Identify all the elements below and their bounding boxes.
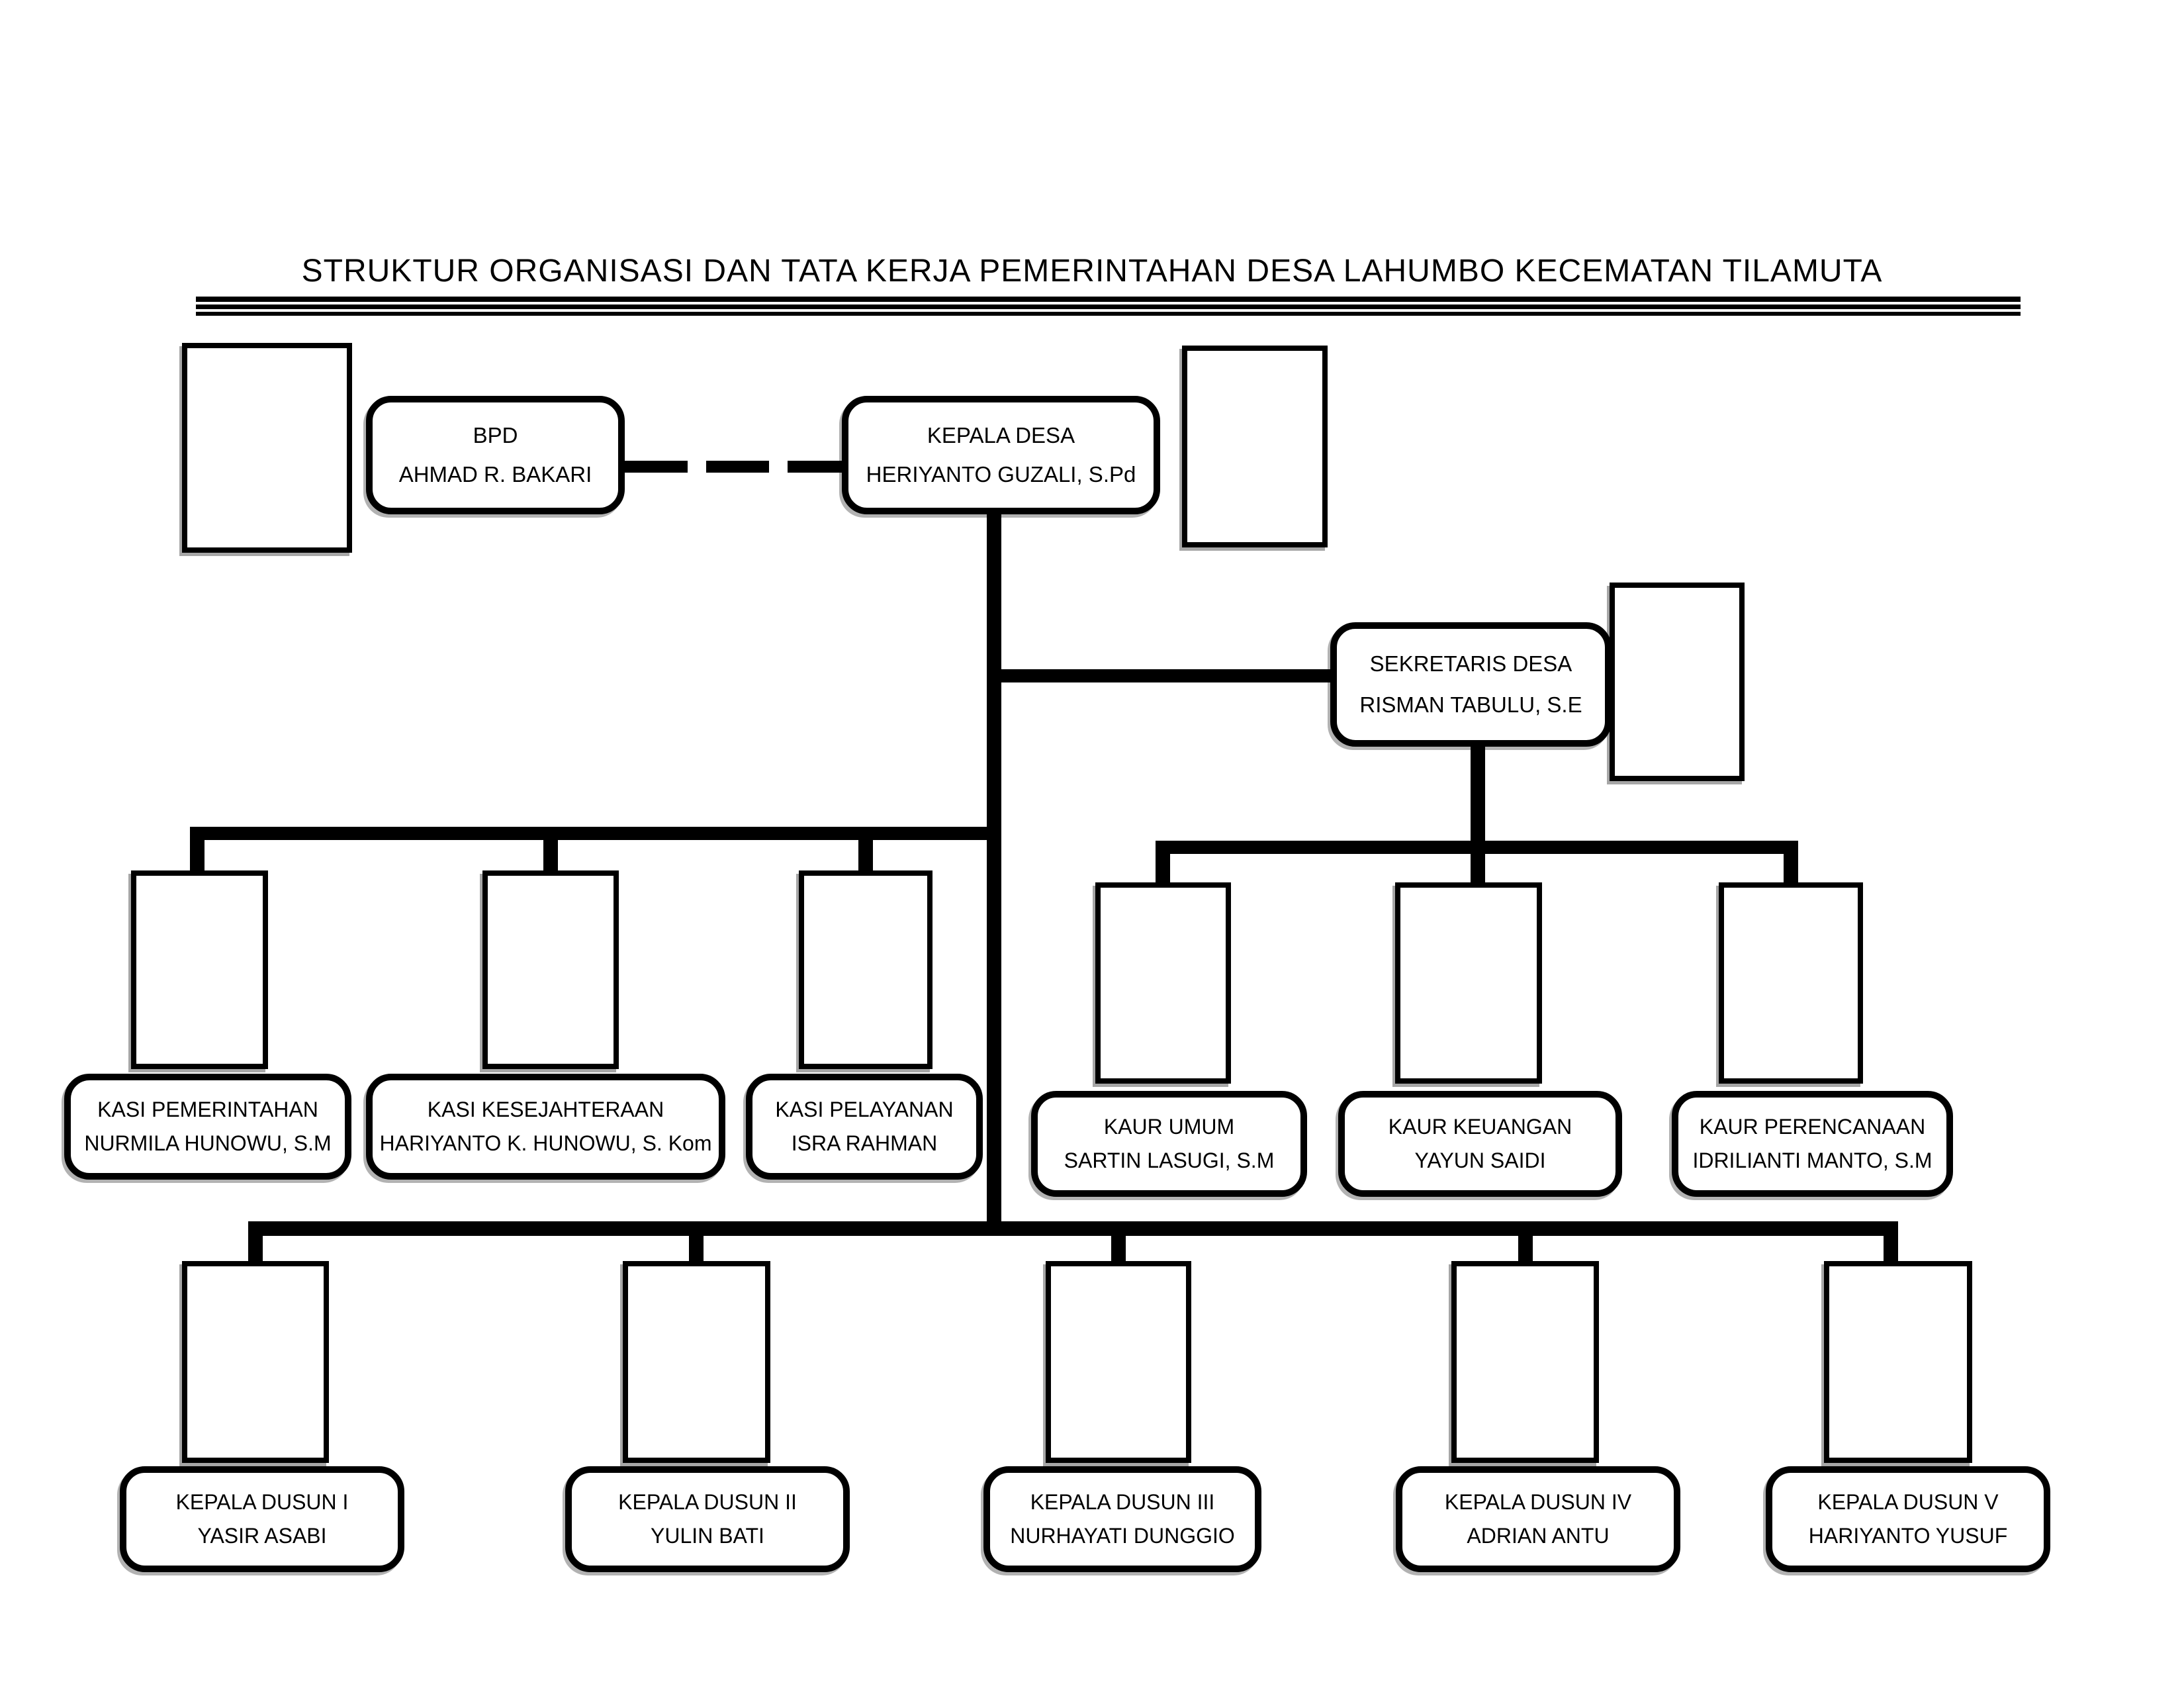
page-title: STRUKTUR ORGANISASI DAN TATA KERJA PEMER… bbox=[301, 254, 1883, 289]
photo-placeholder-kaur-2 bbox=[1395, 882, 1542, 1084]
node-person-name: IDRILIANTI MANTO, S.M bbox=[1692, 1149, 1933, 1173]
node-person-name: HARIYANTO YUSUF bbox=[1808, 1524, 2008, 1548]
photo-placeholder-kasi-2 bbox=[482, 870, 619, 1069]
node-person-name: SARTIN LASUGI, S.M bbox=[1064, 1149, 1275, 1173]
node-role: KEPALA DUSUN II bbox=[618, 1489, 797, 1514]
connector-kasi-horizontal bbox=[190, 827, 1001, 840]
node-kaur-umum: KAUR UMUM SARTIN LASUGI, S.M bbox=[1031, 1091, 1307, 1197]
node-role: KAUR UMUM bbox=[1103, 1114, 1235, 1139]
connector-dusun-drop-4 bbox=[1518, 1221, 1533, 1261]
photo-placeholder-dusun-2 bbox=[623, 1261, 770, 1463]
photo-placeholder-dusun-5 bbox=[1824, 1261, 1972, 1463]
node-person-name: ADRIAN ANTU bbox=[1467, 1524, 1610, 1548]
connector-dusun-drop-2 bbox=[689, 1221, 704, 1261]
connector-dusun-drop-3 bbox=[1111, 1221, 1126, 1261]
node-kaur-keuangan: KAUR KEUANGAN YAYUN SAIDI bbox=[1338, 1091, 1622, 1197]
node-role: KAUR PERENCANAAN bbox=[1699, 1114, 1926, 1139]
node-kepala-dusun-4: KEPALA DUSUN IV ADRIAN ANTU bbox=[1396, 1466, 1680, 1572]
connector-kasi-drop-1 bbox=[190, 827, 205, 870]
node-role: KEPALA DUSUN III bbox=[1030, 1489, 1215, 1514]
node-role: KASI KESEJAHTERAAN bbox=[427, 1097, 664, 1121]
photo-placeholder-dusun-1 bbox=[182, 1261, 329, 1463]
node-person-name: NURHAYATI DUNGGIO bbox=[1010, 1524, 1235, 1548]
connector-sekretaris-horizontal bbox=[987, 669, 1330, 682]
node-kasi-pemerintahan: KASI PEMERINTAHAN NURMILA HUNOWU, S.M bbox=[64, 1074, 351, 1180]
photo-placeholder-kaur-1 bbox=[1095, 882, 1231, 1084]
connector-dusun-horizontal bbox=[248, 1221, 1898, 1236]
node-person-name: NURMILA HUNOWU, S.M bbox=[84, 1131, 332, 1156]
node-kepala-dusun-5: KEPALA DUSUN V HARIYANTO YUSUF bbox=[1766, 1466, 2050, 1572]
node-kepala-desa: KEPALA DESA HERIYANTO GUZALI, S.Pd bbox=[842, 396, 1160, 514]
node-role: KEPALA DUSUN I bbox=[175, 1489, 349, 1514]
node-person-name: YAYUN SAIDI bbox=[1414, 1149, 1546, 1173]
connector-kasi-drop-2 bbox=[543, 827, 558, 870]
connector-kaur-drop-1 bbox=[1156, 841, 1170, 882]
node-kepala-dusun-1: KEPALA DUSUN I YASIR ASABI bbox=[120, 1466, 404, 1572]
photo-placeholder-bpd bbox=[182, 343, 352, 553]
node-role: KASI PELAYANAN bbox=[775, 1097, 954, 1121]
node-kaur-perencanaan: KAUR PERENCANAAN IDRILIANTI MANTO, S.M bbox=[1672, 1091, 1953, 1197]
node-role: KAUR KEUANGAN bbox=[1388, 1114, 1572, 1139]
title-rule-middle bbox=[196, 305, 2021, 309]
node-bpd: BPD AHMAD R. BAKARI bbox=[366, 396, 625, 514]
node-role: KEPALA DESA bbox=[927, 423, 1075, 448]
photo-placeholder-dusun-4 bbox=[1451, 1261, 1599, 1463]
connector-dusun-drop-1 bbox=[248, 1221, 263, 1261]
photo-placeholder-kasi-3 bbox=[799, 870, 933, 1069]
node-person-name: ISRA RAHMAN bbox=[791, 1131, 938, 1156]
node-kasi-kesejahteraan: KASI KESEJAHTERAAN HARIYANTO K. HUNOWU, … bbox=[366, 1074, 725, 1180]
connector-kaur-horizontal bbox=[1156, 841, 1798, 854]
node-kepala-dusun-3: KEPALA DUSUN III NURHAYATI DUNGGIO bbox=[983, 1466, 1261, 1572]
photo-placeholder-kepala-desa bbox=[1182, 346, 1328, 547]
node-role: KASI PEMERINTAHAN bbox=[97, 1097, 318, 1121]
node-person-name: HARIYANTO K. HUNOWU, S. Kom bbox=[379, 1131, 712, 1156]
photo-placeholder-kasi-1 bbox=[131, 870, 268, 1069]
connector-dusun-drop-5 bbox=[1884, 1221, 1898, 1261]
node-role: KEPALA DUSUN IV bbox=[1444, 1489, 1632, 1514]
title-rule-top bbox=[196, 297, 2021, 302]
connector-bpd-kepala-dashed bbox=[625, 461, 850, 473]
photo-placeholder-kaur-3 bbox=[1719, 882, 1863, 1084]
node-role: BPD bbox=[473, 423, 518, 448]
node-person-name: HERIYANTO GUZALI, S.Pd bbox=[866, 461, 1136, 487]
photo-placeholder-dusun-3 bbox=[1046, 1261, 1191, 1463]
node-kepala-dusun-2: KEPALA DUSUN II YULIN BATI bbox=[565, 1466, 850, 1572]
node-person-name: RISMAN TABULU, S.E bbox=[1359, 692, 1582, 717]
connector-kasi-drop-3 bbox=[858, 827, 873, 870]
node-person-name: AHMAD R. BAKARI bbox=[398, 461, 592, 487]
node-kasi-pelayanan: KASI PELAYANAN ISRA RAHMAN bbox=[746, 1074, 983, 1180]
photo-placeholder-sekretaris bbox=[1610, 583, 1745, 781]
node-person-name: YASIR ASABI bbox=[197, 1524, 327, 1548]
title-rule-bottom bbox=[196, 312, 2021, 316]
node-person-name: YULIN BATI bbox=[651, 1524, 764, 1548]
node-sekretaris-desa: SEKRETARIS DESA RISMAN TABULU, S.E bbox=[1330, 622, 1612, 747]
connector-sekretaris-drop bbox=[1471, 747, 1485, 882]
connector-trunk-vertical bbox=[987, 514, 1001, 1236]
connector-kaur-drop-3 bbox=[1784, 841, 1798, 882]
node-role: SEKRETARIS DESA bbox=[1369, 651, 1572, 677]
node-role: KEPALA DUSUN V bbox=[1817, 1489, 1999, 1514]
